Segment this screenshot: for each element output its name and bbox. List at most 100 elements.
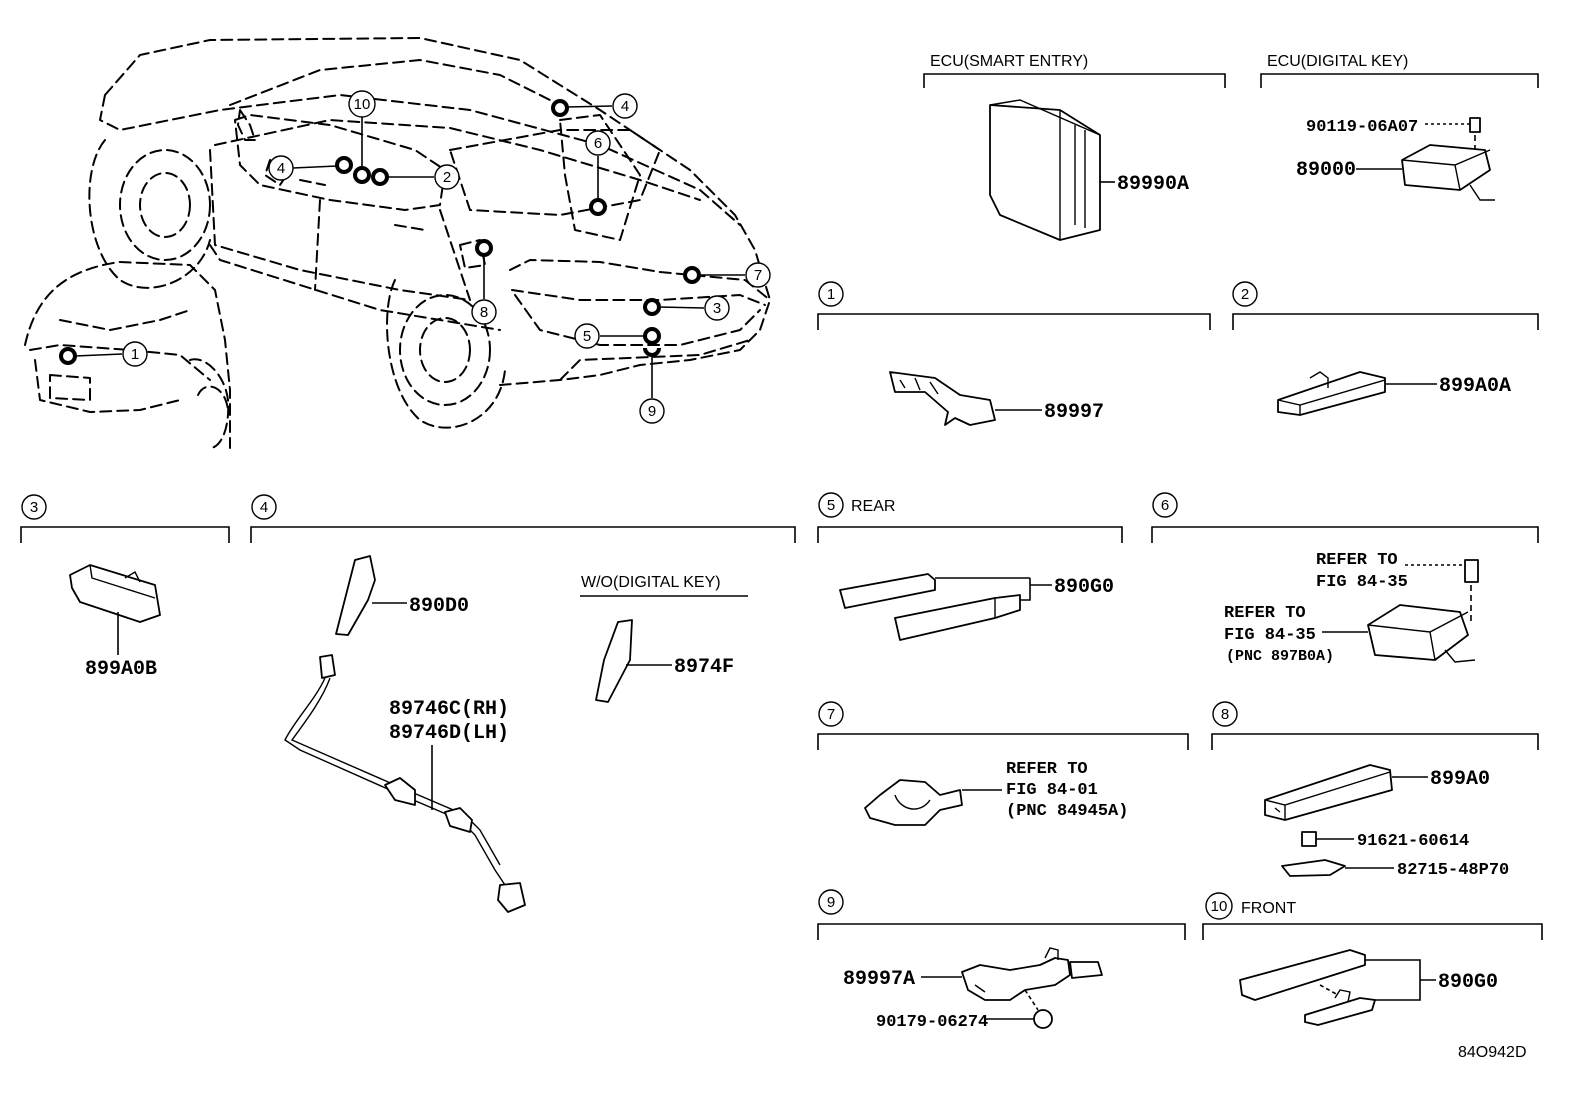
part-899A0B-icon xyxy=(69,564,161,623)
section-1-partno: 89997 xyxy=(1044,401,1104,424)
section-4-num: 4 xyxy=(260,499,268,516)
section-5-title: REAR xyxy=(851,498,895,515)
part-890G0-front-antenna xyxy=(1304,997,1376,1026)
callout-1-text: 1 xyxy=(131,346,139,363)
callout-9 xyxy=(639,398,665,424)
callout-4b xyxy=(612,93,638,119)
section-10-partno: 890G0 xyxy=(1438,971,1498,994)
marker-7 xyxy=(683,266,701,284)
part-899A0A-icon xyxy=(1277,371,1386,416)
callout-3 xyxy=(704,295,730,321)
section-4-partno-c: 8974F xyxy=(674,656,734,679)
bolt-icon xyxy=(1469,117,1481,133)
bolt-icon-3 xyxy=(1301,831,1317,847)
section-10-num: 10 xyxy=(1211,898,1228,915)
section-6-ref1-b: FIG 84-35 xyxy=(1316,573,1408,592)
ecu-digital-key-title: ECU(DIGITAL KEY) xyxy=(1267,53,1408,70)
section-10: 10 FRONT 890G0 xyxy=(1202,892,1543,1026)
vehicle-callouts: 1 4 10 2 4 6 8 7 xyxy=(59,90,771,424)
callout-3-text: 3 xyxy=(713,300,721,317)
section-3-num: 3 xyxy=(30,499,38,516)
vehicle-illustration xyxy=(24,37,771,449)
callout-5-text: 5 xyxy=(583,328,591,345)
section-6-ref2-b: FIG 84-35 xyxy=(1224,626,1316,645)
section-8-num: 8 xyxy=(1221,706,1229,723)
marker-6 xyxy=(589,198,607,216)
section-8-partno: 899A0 xyxy=(1430,768,1490,791)
section-3: 3 899A0B xyxy=(20,494,230,681)
part-890D0-icon xyxy=(335,555,376,636)
callout-8 xyxy=(471,299,497,325)
section-2-partno: 899A0A xyxy=(1439,375,1511,398)
section-7-part-icon xyxy=(864,779,963,826)
section-7: 7 REFER TO FIG 84-01 (PNC 84945A) xyxy=(817,701,1189,826)
section-7-num: 7 xyxy=(827,706,835,723)
callout-8-text: 8 xyxy=(480,304,488,321)
section-5: 5 REAR 890G0 xyxy=(817,492,1123,641)
section-4: 4 890D0 89746C(RH) 89746D(LH) W/O(DIGITA… xyxy=(250,494,796,913)
part-890G0-front-bracket xyxy=(1239,949,1366,1001)
part-890G0-rear-antenna xyxy=(894,594,1021,641)
section-8-bracket-partno: 82715-48P70 xyxy=(1397,861,1509,880)
marker-4a xyxy=(335,156,353,174)
section-3-partno: 899A0B xyxy=(85,658,157,681)
section-7-ref-a: REFER TO xyxy=(1006,760,1088,779)
part-89997A-icon xyxy=(961,957,1071,1001)
section-9-partno: 89997A xyxy=(843,968,915,991)
callout-10 xyxy=(348,90,376,118)
callout-4b-text: 4 xyxy=(621,98,629,115)
callout-7-text: 7 xyxy=(754,267,762,284)
section-2: 2 899A0A xyxy=(1232,281,1539,416)
bolt-icon-2 xyxy=(1464,559,1479,583)
marker-9 xyxy=(643,347,661,357)
marker-1 xyxy=(59,347,77,365)
ecu-smart-entry-partno: 89990A xyxy=(1117,173,1189,196)
section-4-subtitle: W/O(DIGITAL KEY) xyxy=(581,574,721,591)
marker-3 xyxy=(643,298,661,316)
bracket-icon xyxy=(1281,859,1346,877)
section-1-num: 1 xyxy=(827,286,835,303)
section-9: 9 89997A 90179-06274 xyxy=(817,889,1186,1032)
section-6: 6 REFER TO FIG 84-35 REFER TO FIG 84-35 … xyxy=(1151,492,1539,665)
callout-4a xyxy=(268,155,294,181)
section-5-partno: 890G0 xyxy=(1054,576,1114,599)
section-6-num: 6 xyxy=(1161,497,1169,514)
callout-5 xyxy=(574,323,600,349)
section-4-partno-a: 890D0 xyxy=(409,595,469,618)
ecu-smart-entry-part xyxy=(989,104,1101,241)
section-6-ref2-c: (PNC 897B0A) xyxy=(1226,648,1334,665)
part-890G0-rear-bracket xyxy=(839,573,936,609)
marker-4b xyxy=(551,99,569,117)
part-899A0-icon xyxy=(1264,764,1393,821)
callout-10-text: 10 xyxy=(354,96,371,113)
section-7-ref-c: (PNC 84945A) xyxy=(1006,802,1128,821)
section-4-partno-b2: 89746D(LH) xyxy=(389,722,509,745)
callout-9-text: 9 xyxy=(648,403,656,420)
diagram-id: 84O942D xyxy=(1458,1044,1527,1061)
section-2-num: 2 xyxy=(1241,286,1249,303)
part-89997-icon xyxy=(889,371,996,426)
callout-2-text: 2 xyxy=(443,169,451,186)
section-9-nut-partno: 90179-06274 xyxy=(876,1013,988,1032)
section-9-num: 9 xyxy=(827,894,835,911)
section-5-num: 5 xyxy=(827,497,835,514)
section-4-partno-b1: 89746C(RH) xyxy=(389,698,509,721)
marker-5 xyxy=(643,327,661,345)
section-ecu-digital-key: ECU(DIGITAL KEY) 90119-06A07 89000 xyxy=(1260,53,1539,201)
callout-6-text: 6 xyxy=(594,135,602,152)
section-8: 8 899A0 91621-60614 82715-48P70 xyxy=(1211,701,1539,880)
section-7-ref-b: FIG 84-01 xyxy=(1006,781,1098,800)
callout-2 xyxy=(434,164,460,190)
ecu-smart-entry-title: ECU(SMART ENTRY) xyxy=(930,53,1088,70)
section-10-title: FRONT xyxy=(1241,900,1296,917)
section-8-bolt-partno: 91621-60614 xyxy=(1357,832,1469,851)
digital-key-ecu-partno: 89000 xyxy=(1296,159,1356,182)
digital-key-ecu-part xyxy=(1401,144,1491,191)
section-ecu-smart-entry: ECU(SMART ENTRY) 89990A xyxy=(923,53,1226,241)
digital-key-bolt-partno: 90119-06A07 xyxy=(1306,118,1418,137)
marker-10 xyxy=(353,166,371,184)
marker-2 xyxy=(371,168,389,186)
section-1: 1 89997 xyxy=(817,281,1211,426)
callout-4a-text: 4 xyxy=(277,160,285,177)
